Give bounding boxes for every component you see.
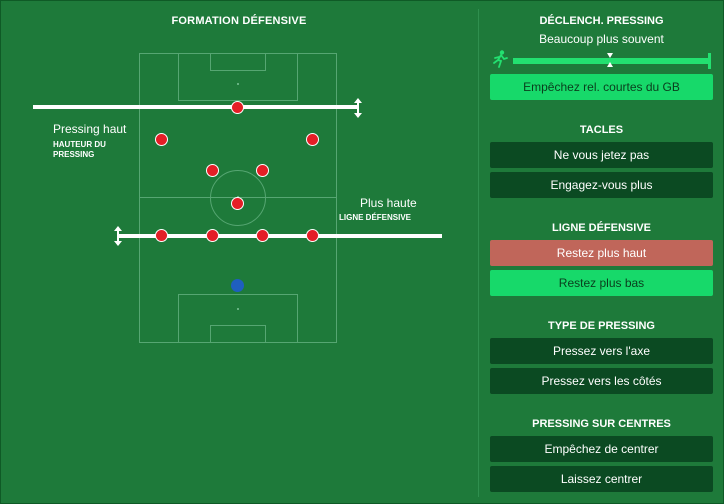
panel-divider xyxy=(478,9,479,497)
pressing-trigger-title: DÉCLENCH. PRESSING xyxy=(539,15,664,27)
bottom-goal-box xyxy=(210,325,266,343)
get-stuck-in-button[interactable]: Engagez-vous plus xyxy=(490,172,713,198)
player-center-back-left[interactable] xyxy=(206,229,219,242)
player-center-back-right[interactable] xyxy=(256,229,269,242)
player-goalkeeper[interactable] xyxy=(231,279,244,292)
stay-on-feet-button[interactable]: Ne vous jetez pas xyxy=(490,142,713,168)
pressing-type-title: TYPE DE PRESSING xyxy=(548,320,655,332)
player-center-mid-left[interactable] xyxy=(206,164,219,177)
defensive-line-drag-icon[interactable] xyxy=(113,226,123,246)
stop-crosses-button[interactable]: Empêchez de centrer xyxy=(490,436,713,462)
prevent-short-gk-distribution-button[interactable]: Empêchez rel. courtes du GB xyxy=(490,74,713,100)
defensive-line[interactable] xyxy=(117,234,442,238)
invite-crosses-button[interactable]: Laissez centrer xyxy=(490,466,713,492)
pressing-height-caption: HAUTEUR DU PRESSING xyxy=(53,140,106,159)
runner-icon xyxy=(493,50,508,68)
formation-title: FORMATION DÉFENSIVE xyxy=(171,15,307,27)
player-center-mid-right[interactable] xyxy=(256,164,269,177)
player-left-mid[interactable] xyxy=(155,133,168,146)
center-circle xyxy=(210,170,266,226)
player-left-back[interactable] xyxy=(155,229,168,242)
top-goal-box xyxy=(210,53,266,71)
top-penalty-spot xyxy=(237,83,239,85)
force-outside-button[interactable]: Pressez vers les côtés xyxy=(490,368,713,394)
player-right-mid[interactable] xyxy=(306,133,319,146)
defensive-line-caption: LIGNE DÉFENSIVE xyxy=(339,213,412,222)
player-striker[interactable] xyxy=(231,101,244,114)
drop-off-more-button[interactable]: Restez plus bas xyxy=(490,270,713,296)
defensive-line-title: LIGNE DÉFENSIVE xyxy=(551,222,652,234)
step-up-more-button[interactable]: Restez plus haut xyxy=(490,240,713,266)
force-inside-button[interactable]: Pressez vers l'axe xyxy=(490,338,713,364)
slider-marker-top xyxy=(607,53,613,58)
crosses-title: PRESSING SUR CENTRES xyxy=(532,418,671,430)
pressing-trigger-value: Beaucoup plus souvent xyxy=(539,32,664,46)
player-right-back[interactable] xyxy=(306,229,319,242)
slider-marker-bottom xyxy=(607,62,613,67)
pressing-trigger-slider[interactable] xyxy=(513,58,711,64)
pressing-height-line[interactable] xyxy=(33,105,357,109)
pressing-height-value: Pressing haut xyxy=(53,122,127,136)
pressing-height-drag-icon[interactable] xyxy=(353,98,363,118)
player-defensive-mid[interactable] xyxy=(231,197,244,210)
tackles-title: TACLES xyxy=(579,124,624,136)
slider-end-cap xyxy=(708,53,711,69)
bottom-penalty-spot xyxy=(237,308,239,310)
defensive-line-value: Plus haute xyxy=(360,196,417,210)
